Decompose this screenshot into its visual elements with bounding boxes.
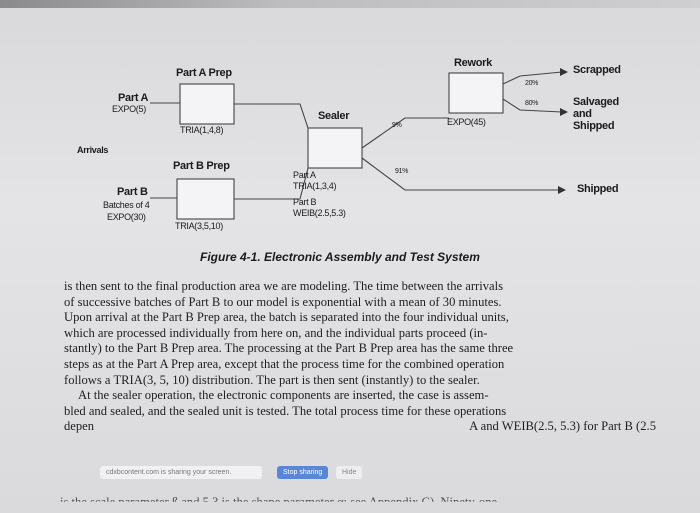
pct-80-label: 80%	[525, 100, 539, 107]
salvaged-label: Salvaged	[573, 96, 619, 108]
part-a-prep-label: Part A Prep	[176, 67, 232, 79]
sealer-part-a-tria-label: TRIA(1,3,4)	[293, 181, 337, 191]
text-line: steps as at the Part A Prep area, except…	[64, 356, 505, 371]
pct-9-label: 9%	[392, 122, 402, 129]
part-b-prep-box	[176, 178, 235, 220]
top-edge-shadow	[0, 0, 700, 8]
part-a-expo-label: EXPO(5)	[112, 104, 146, 114]
hide-button[interactable]: Hide	[336, 466, 363, 479]
salvaged-and-label: and	[573, 108, 592, 120]
sealer-part-b-label: Part B	[293, 197, 317, 207]
text-line: At the sealer operation, the electronic …	[78, 388, 489, 403]
rework-box	[448, 72, 504, 114]
text-line-obscured: depen A and WEIB(2.5, 5.3) for Part B (2…	[64, 419, 658, 435]
part-b-label: Part B	[117, 186, 148, 198]
text-line: which are processed individually from he…	[64, 325, 488, 340]
sealer-part-a-label: Part A	[293, 170, 316, 180]
scrapped-label: Scrapped	[573, 64, 621, 76]
shipped-label: Shipped	[577, 183, 619, 195]
part-b-tria-label: TRIA(3,5,10)	[175, 221, 223, 231]
salvaged-shipped-label: Shipped	[573, 120, 615, 132]
part-a-tria-label: TRIA(1,4,8)	[180, 125, 224, 135]
text-fragment-start: depen	[64, 419, 95, 434]
text-line: is then sent to the final production are…	[64, 279, 503, 293]
arrivals-label: Arrivals	[77, 145, 109, 155]
partial-text-line: is the scale parameter ß and 5.3 is the …	[60, 495, 498, 509]
stop-sharing-button[interactable]: Stop sharing	[277, 466, 329, 479]
part-a-prep-box	[179, 83, 235, 125]
body-text: is then sent to the final production are…	[64, 279, 658, 435]
sharing-notice: cdxbcontent.com is sharing your screen.	[100, 466, 262, 479]
text-line: of successive batches of Part B to our m…	[64, 294, 502, 309]
part-a-label: Part A	[118, 92, 149, 104]
part-b-expo-label: EXPO(30)	[107, 212, 146, 222]
text-line: follows a TRIA(3, 5, 10) distribution. T…	[64, 372, 480, 387]
rework-expo-label: EXPO(45)	[447, 117, 486, 127]
part-b-prep-label: Part B Prep	[173, 160, 230, 172]
pct-91-label: 91%	[395, 168, 409, 175]
sealer-box	[307, 127, 363, 169]
text-line: bled and sealed, and the sealed unit is …	[64, 403, 507, 418]
pct-20-label: 20%	[525, 80, 539, 87]
text-line: Upon arrival at the Part B Prep area, th…	[64, 310, 509, 325]
text-fragment-end: A and WEIB(2.5, 5.3) for Part B (2.5	[469, 419, 656, 434]
sealer-part-b-weib-label: WEIB(2.5,5.3)	[293, 208, 346, 218]
part-b-batch-label: Batches of 4	[103, 200, 150, 210]
figure-caption: Figure 4-1. Electronic Assembly and Test…	[200, 250, 480, 264]
rework-label: Rework	[454, 57, 492, 69]
text-line: stantly) to the Part B Prep area. The pr…	[64, 341, 514, 356]
sealer-label: Sealer	[318, 110, 350, 122]
